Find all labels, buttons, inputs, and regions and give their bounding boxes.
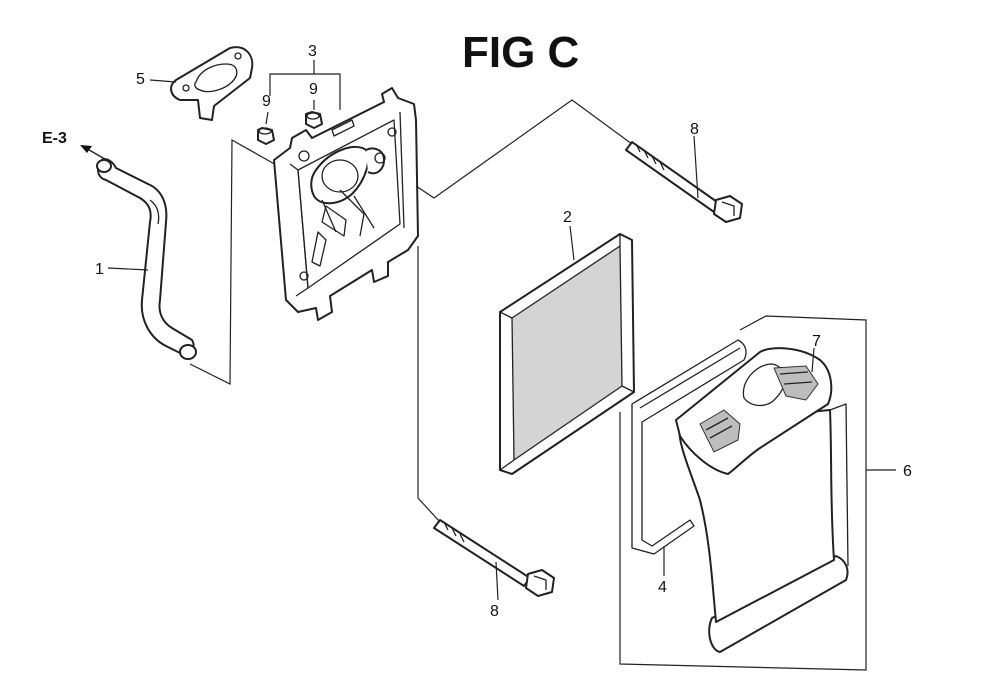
figure-title: FIG C <box>462 28 579 77</box>
callout-5: 5 <box>136 71 145 88</box>
gasket <box>170 46 254 121</box>
foam-filter-element <box>499 233 635 475</box>
bolt-lower <box>433 519 555 597</box>
reference-label: E-3 <box>42 130 67 147</box>
reference-arrow: E-3 <box>42 130 111 163</box>
callout-8b: 8 <box>490 603 499 620</box>
callout-6: 6 <box>903 463 912 480</box>
air-cleaner-base <box>273 87 419 321</box>
callout-2: 2 <box>563 209 572 226</box>
callout-8a: 8 <box>690 121 699 138</box>
cover-seal <box>631 339 747 555</box>
callout-9b: 9 <box>309 81 318 98</box>
grommet-right <box>305 111 323 129</box>
callout-4: 4 <box>658 579 667 596</box>
breather-tube <box>96 158 197 360</box>
callout-7: 7 <box>812 333 821 350</box>
air-cleaner-cover <box>675 347 849 653</box>
callout-1: 1 <box>95 261 104 278</box>
callout-9a: 9 <box>262 93 271 110</box>
callout-3: 3 <box>308 43 317 60</box>
bolt-upper <box>625 141 743 223</box>
grommet-left <box>257 127 275 145</box>
